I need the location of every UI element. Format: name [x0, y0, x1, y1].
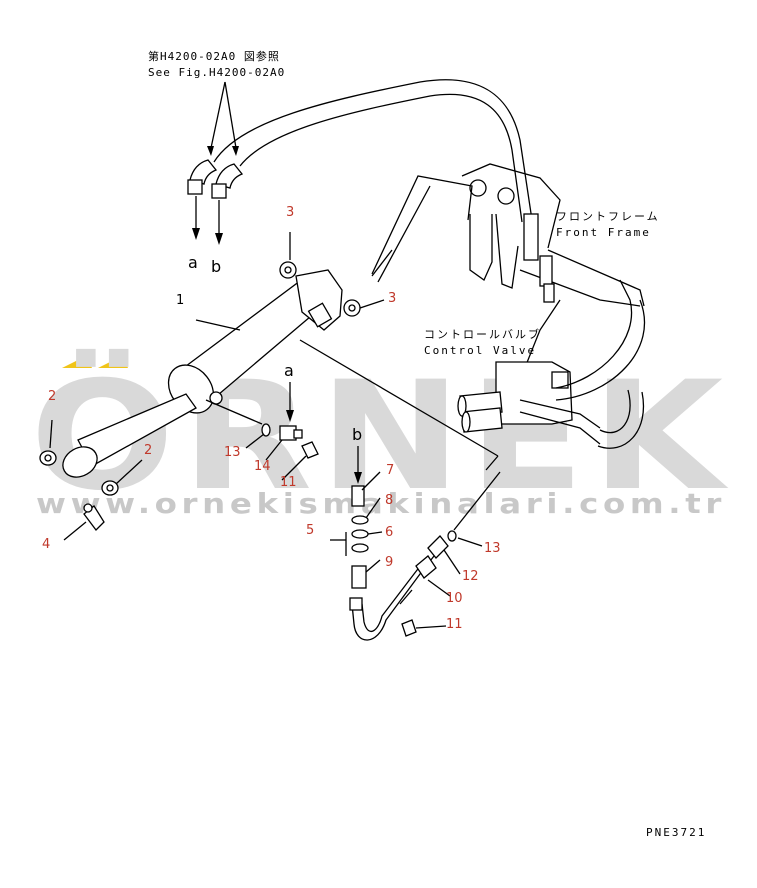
- control-valve-label-jp: コントロールバルブ: [424, 327, 541, 341]
- hydraulic-hoses-top: [213, 79, 533, 223]
- part-number-7: 7: [386, 463, 394, 478]
- control-valve-label-en: Control Valve: [424, 344, 536, 357]
- o-ring-part-13-left: [261, 423, 271, 437]
- connection-b-mid: b: [352, 425, 362, 444]
- front-frame-label-en: Front Frame: [556, 226, 651, 239]
- elbow-fitting-part-14: [279, 425, 303, 441]
- part-number-2-right: 2: [144, 443, 152, 458]
- part-number-11-lower: 11: [446, 617, 463, 632]
- part-number-9: 9: [385, 555, 393, 570]
- part-number-1: 1: [176, 293, 184, 308]
- part-number-3-right: 3: [388, 291, 396, 306]
- watermark-accent-left: [62, 356, 92, 368]
- part-number-6: 6: [385, 525, 393, 540]
- part-number-14: 14: [254, 459, 271, 474]
- connection-b-top: b: [211, 257, 221, 276]
- part-number-3-top: 3: [286, 205, 294, 220]
- washer-part-2: [39, 450, 119, 496]
- reference-note-en: See Fig.H4200-02A0: [148, 66, 285, 79]
- connection-a-top: a: [188, 253, 198, 272]
- reference-arrows: [207, 81, 239, 156]
- drawing-code: PNE3721: [646, 826, 706, 839]
- watermark-accent-right: [98, 356, 128, 368]
- control-valve: [457, 279, 646, 449]
- part-number-13-left: 13: [224, 445, 241, 460]
- hydraulic-cylinder: [62, 249, 499, 478]
- part-number-5: 5: [306, 523, 314, 538]
- connector-part-11-upper: [301, 441, 319, 459]
- watermark-url: www.ornekismakinalari.com.tr: [36, 487, 726, 520]
- part-number-4: 4: [42, 537, 50, 552]
- hose-ends-top: [187, 159, 244, 245]
- part-number-10: 10: [446, 591, 463, 606]
- hydraulic-tube-part-10: [349, 555, 437, 641]
- grease-fitting-part-4: [83, 503, 105, 531]
- reference-note-jp: 第H4200-02A0 図参照: [148, 49, 280, 63]
- nut-part-3: [279, 261, 361, 317]
- part-number-13-right: 13: [484, 541, 501, 556]
- connection-a-mid: a: [284, 361, 294, 380]
- part-number-12: 12: [462, 569, 479, 584]
- leader-lines: [49, 232, 483, 629]
- part-number-8: 8: [385, 493, 393, 508]
- front-frame-label-jp: フロントフレーム: [556, 210, 660, 223]
- part-number-11-upper: 11: [280, 475, 297, 490]
- connector-part-11-lower: [401, 619, 417, 637]
- connector-part-12: [427, 535, 449, 559]
- part-number-2-left: 2: [48, 389, 56, 404]
- o-ring-part-13-right: [447, 530, 457, 542]
